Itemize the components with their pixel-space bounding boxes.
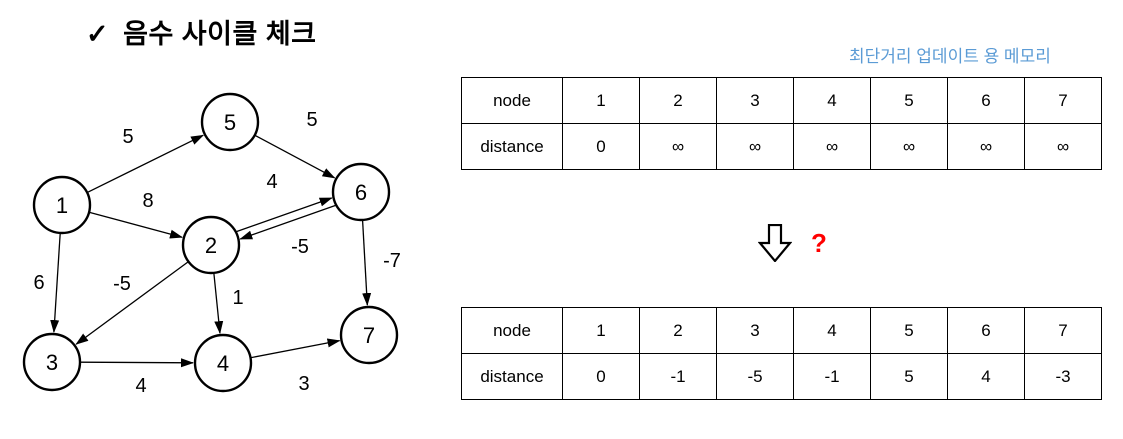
graph-edge-6-7	[361, 219, 372, 307]
graph-node-2	[181, 215, 241, 275]
graph-node-4	[193, 333, 253, 393]
table-cell: ∞	[716, 123, 794, 170]
edge-weight-label: -5	[291, 236, 309, 258]
table-cell: 4	[793, 77, 871, 124]
graph-node-5	[200, 92, 260, 152]
graph-node-label: 2	[205, 233, 217, 258]
table-cell: -5	[716, 353, 794, 400]
graph-edge-3-4	[79, 358, 195, 368]
table-cell: 3	[716, 307, 794, 354]
table-cell: 2	[639, 77, 717, 124]
weighted-graph-diagram: 5 5 8 4 -5 6 -5 1 4 3 -7 1 2 3 4 5 6 7	[22, 92, 401, 397]
edge-weight-label: 3	[298, 373, 309, 395]
table-cell: 7	[1024, 77, 1102, 124]
graph-edge-6-2	[239, 204, 336, 240]
graph-edge-5-6	[254, 134, 336, 179]
edge-weight-label: 8	[142, 190, 153, 212]
page-title: ✓ 음수 사이클 체크	[86, 12, 317, 51]
graph-edge-4-7	[250, 338, 341, 359]
edge-weight-label: 5	[306, 109, 317, 131]
table-cell: 5	[870, 307, 948, 354]
table-cell: 0	[562, 353, 640, 400]
edge-weight-label: 4	[135, 375, 146, 397]
table-cell: 4	[793, 307, 871, 354]
table-cell: ∞	[870, 123, 948, 170]
graph-edge-1-5	[86, 134, 205, 194]
check-icon: ✓	[86, 19, 110, 49]
table-cell: 3	[716, 77, 794, 124]
question-mark: ?	[811, 228, 827, 258]
table-cell: 2	[639, 307, 717, 354]
row-label: distance	[461, 353, 563, 400]
table-cell: 5	[870, 77, 948, 124]
table-cell: -3	[1024, 353, 1102, 400]
table-cell: 5	[870, 353, 948, 400]
edge-weight-label: -7	[383, 250, 401, 272]
table-cell: 0	[562, 123, 640, 170]
transition-indicator: ?	[758, 224, 827, 262]
edge-weight-label: 4	[266, 171, 277, 193]
table-cell: ∞	[793, 123, 871, 170]
table-cell: ∞	[639, 123, 717, 170]
table-cell: 1	[562, 307, 640, 354]
table-cell: 6	[947, 77, 1025, 124]
table-cell: 6	[947, 307, 1025, 354]
graph-node-label: 1	[56, 193, 68, 218]
graph-node-7	[339, 305, 399, 365]
graph-edge-2-4	[213, 272, 224, 335]
table-cell: 1	[562, 77, 640, 124]
down-arrow-icon	[758, 224, 792, 262]
graph-node-6	[331, 162, 391, 222]
edge-weight-label: 1	[232, 287, 243, 309]
row-label: node	[461, 307, 563, 354]
table-cell: -1	[639, 353, 717, 400]
graph-edge-2-6	[236, 197, 333, 233]
table-cell: ∞	[947, 123, 1025, 170]
graph-node-3	[22, 332, 82, 392]
graph-node-1	[32, 175, 92, 235]
graph-node-label: 7	[363, 323, 375, 348]
table-cell: 4	[947, 353, 1025, 400]
table-cell: -1	[793, 353, 871, 400]
table-cell: 7	[1024, 307, 1102, 354]
page-title-text: 음수 사이클 체크	[123, 19, 317, 49]
graph-node-label: 5	[224, 110, 236, 135]
row-label: node	[461, 77, 563, 124]
graph-edge-1-3	[50, 232, 61, 334]
edge-weight-label: 5	[122, 126, 133, 148]
graph-edge-2-3	[75, 261, 189, 345]
graph-node-label: 3	[46, 350, 58, 375]
memory-usage-label: 최단거리 업데이트 용 메모리	[849, 47, 1051, 66]
graph-node-label: 6	[355, 180, 367, 205]
graph-edge-1-2	[88, 211, 183, 239]
graph-node-label: 4	[217, 351, 229, 376]
edge-weight-label: -5	[113, 273, 131, 295]
table-cell: ∞	[1024, 123, 1102, 170]
row-label: distance	[461, 123, 563, 170]
edge-weight-label: 6	[33, 272, 44, 294]
